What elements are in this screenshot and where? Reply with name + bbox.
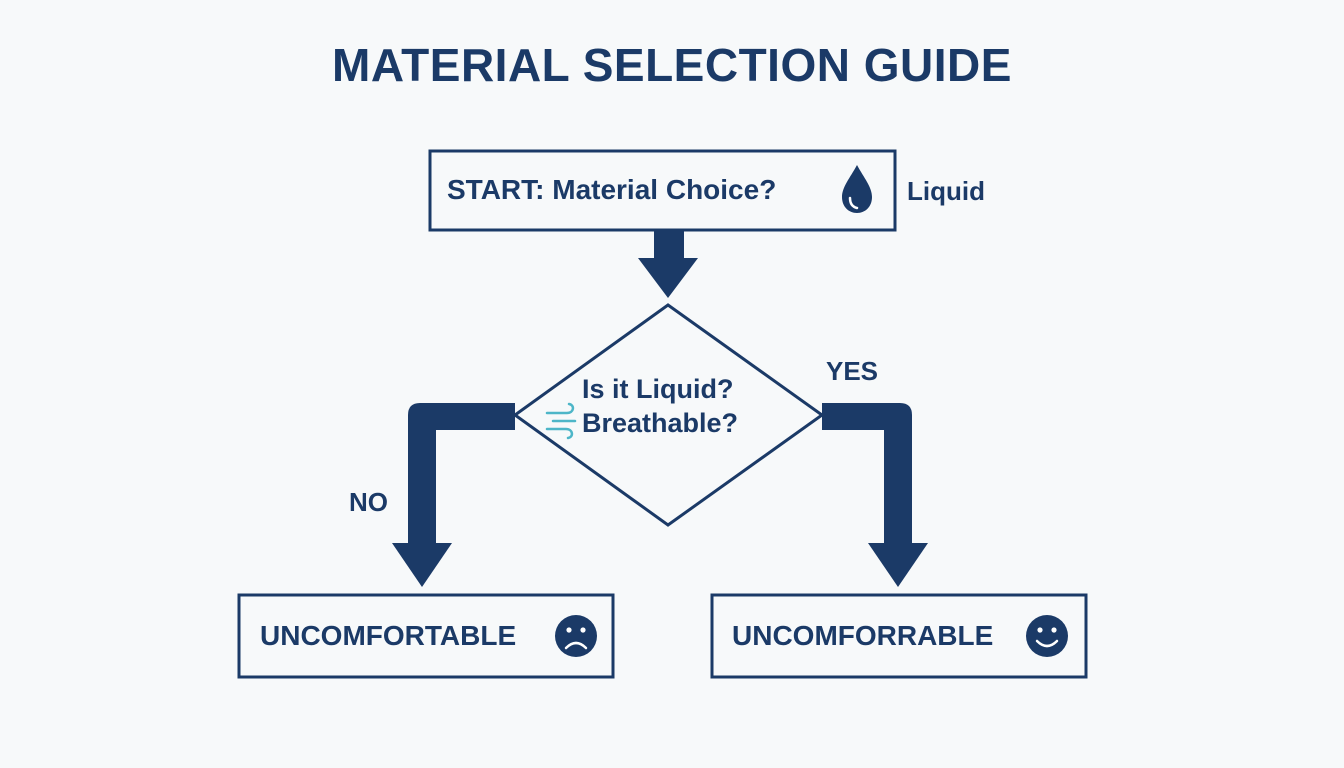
start-box-label: START: Material Choice? [447, 174, 777, 205]
happy-face-icon [1026, 615, 1068, 657]
water-drop-icon [842, 165, 872, 213]
right-result-label: UNCOMFORRABLE [732, 620, 994, 651]
start-side-label: Liquid [907, 176, 985, 206]
no-branch-arrow [392, 403, 515, 587]
wind-icon [545, 402, 577, 440]
yes-label: YES [826, 356, 879, 386]
sad-face-icon [555, 615, 597, 657]
decision-line1: Is it Liquid? [582, 374, 734, 404]
down-arrow [638, 230, 698, 298]
left-result-label: UNCOMFORTABLE [260, 620, 517, 651]
decision-line2: Breathable? [582, 408, 739, 438]
no-label: NO [349, 487, 388, 517]
right-result-box [710, 593, 1088, 679]
left-result-box [237, 593, 615, 679]
decision-diamond [512, 303, 825, 527]
page-title: MATERIAL SELECTION GUIDE [332, 39, 1012, 91]
yes-branch-arrow [822, 403, 928, 587]
